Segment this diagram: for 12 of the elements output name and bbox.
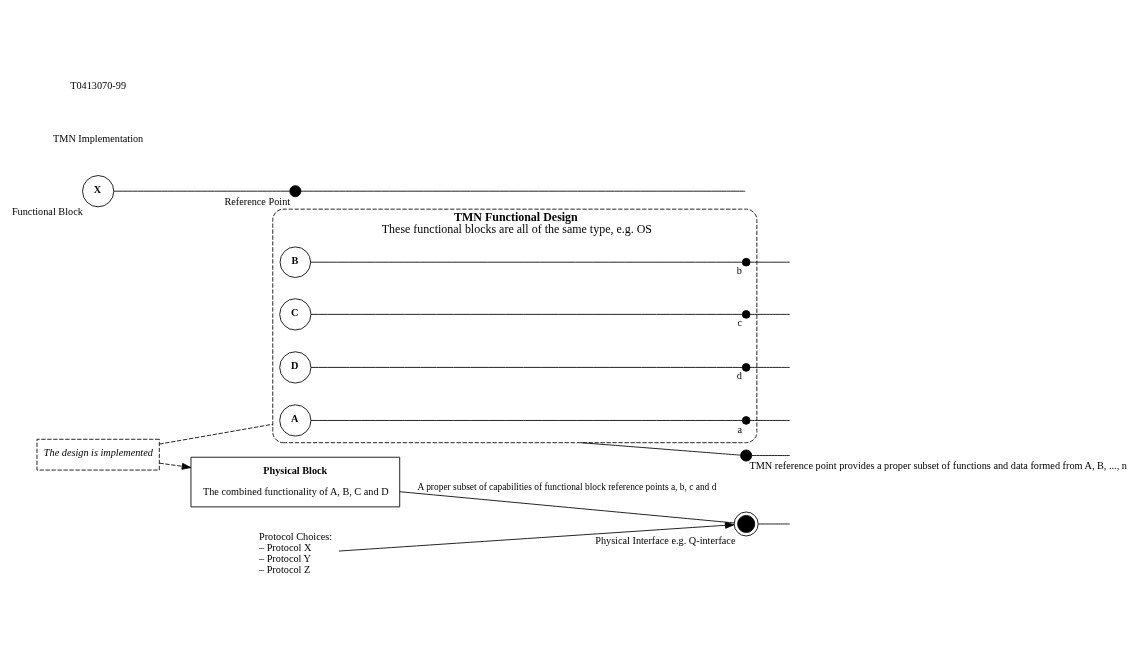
node-label: d — [736, 370, 742, 382]
node-label: a — [737, 423, 743, 435]
node-label: b — [736, 265, 742, 277]
label: T0413070-99 — [70, 80, 127, 92]
label: TMN Implementation — [53, 132, 144, 144]
node-label: Functional Block — [11, 206, 83, 218]
edge-label: A proper subset of capabilities of functional block reference points a, b, c and d — [417, 482, 717, 493]
node-label: Reference Point — [224, 195, 291, 207]
node-label: Physical Interface e.g. Q-interface — [595, 535, 736, 547]
node-label: c — [737, 317, 743, 329]
node-text: Protocol Choices: – Protocol X – Protocol Y – Protocol Z — [258, 530, 333, 576]
node-label: TMN reference point provides a proper subset of functions and data formed from A, B, ..., n — [749, 460, 1127, 472]
